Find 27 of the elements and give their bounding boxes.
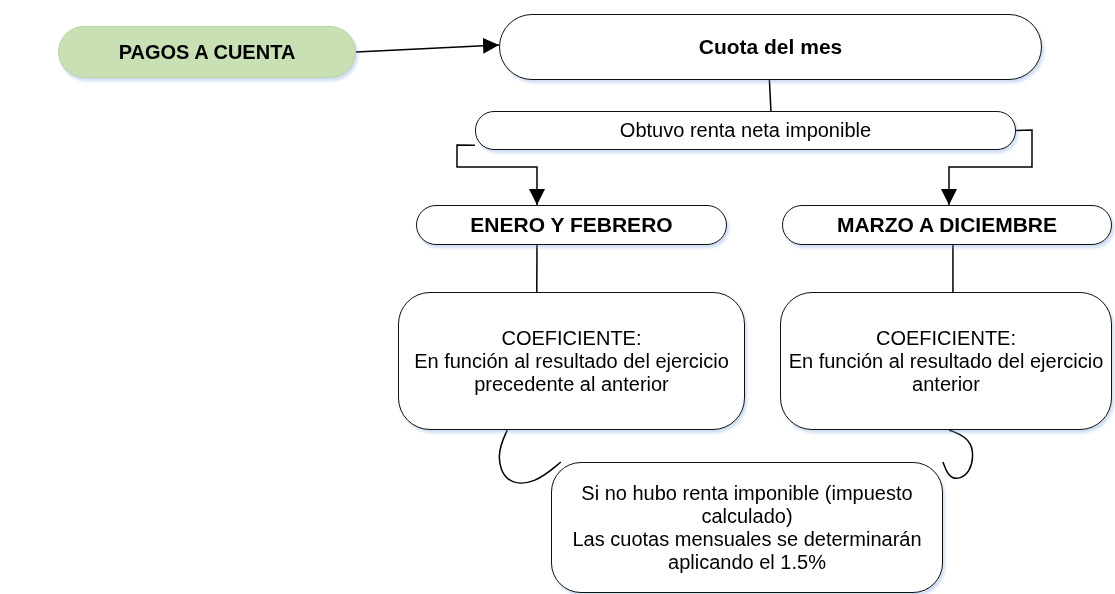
connector-line	[952, 244, 954, 293]
connector-line	[768, 79, 772, 112]
node-text: MARZO A DICIEMBRE	[835, 213, 1059, 237]
node-text: ENERO Y FEBRERO	[469, 213, 674, 237]
heading-text: Si no hubo renta imponible (impuesto calculado)	[580, 481, 914, 528]
node-text: En función al resultado del ejercicio anterior	[787, 349, 1105, 396]
node-text: Las cuotas mensuales se determinarán aplicando el 1.5%	[571, 527, 923, 574]
arrow	[456, 144, 545, 206]
period-box	[416, 205, 727, 245]
connector-line	[536, 244, 538, 293]
node-text: Obtuvo renta neta imponible	[618, 119, 873, 142]
process-box	[780, 292, 1112, 430]
arrow	[941, 129, 1033, 206]
heading-text: COEFICIENTE:	[875, 326, 1017, 350]
process-box	[398, 292, 745, 430]
terminal-box	[499, 14, 1042, 80]
arrow	[355, 37, 500, 54]
node-text: En función al resultado del ejercicio precedente al anterior	[413, 349, 730, 396]
condition-box	[475, 111, 1016, 150]
node-text: Cuota del mes	[697, 35, 844, 59]
period-box	[782, 205, 1112, 245]
note-box	[551, 462, 943, 593]
node-text: PAGOS A CUENTA	[117, 40, 297, 64]
connector-line	[498, 429, 562, 484]
connector-line	[942, 429, 974, 480]
heading-text: COEFICIENTE:	[500, 326, 643, 350]
start-box	[58, 26, 356, 78]
